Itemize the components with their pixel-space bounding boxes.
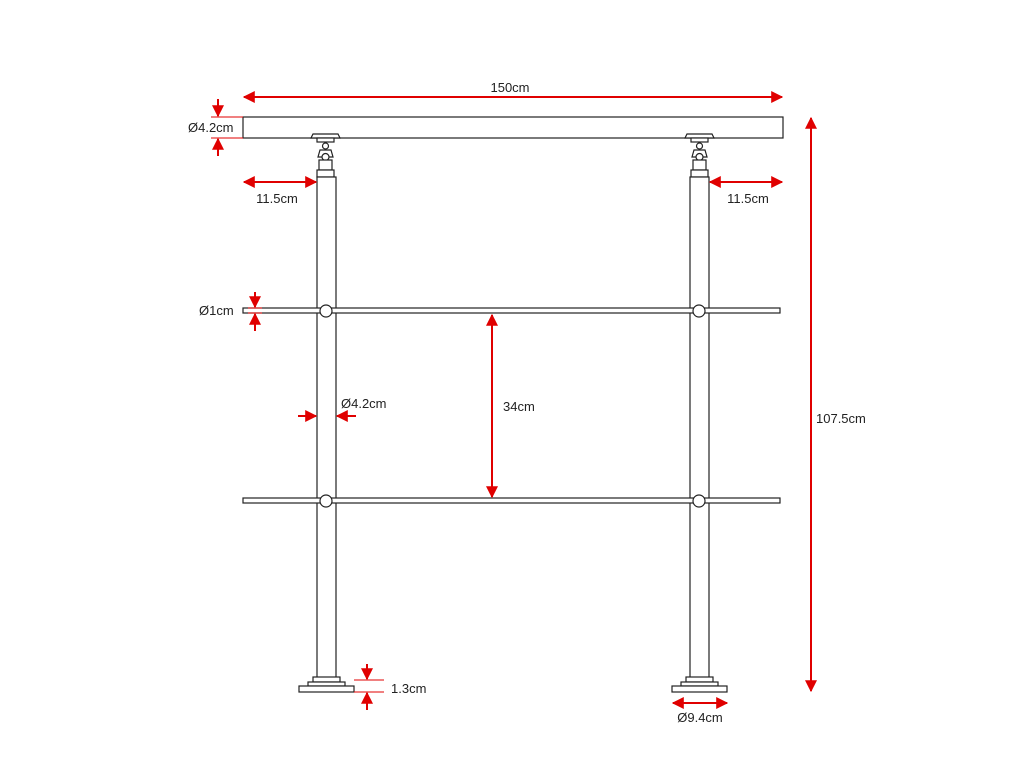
dim-overhang-right: 11.5cm [708, 176, 784, 206]
dim-total-height-label: 107.5cm [816, 411, 866, 426]
left-base-plate [298, 676, 355, 693]
left-post [316, 176, 337, 683]
dim-overhang-right-label: 11.5cm [727, 191, 769, 206]
dim-post-diameter-label: Ø4.2cm [341, 396, 387, 411]
left-handrail-bracket [310, 133, 341, 178]
dim-crossbar-spacing: 34cm [486, 313, 535, 499]
dim-base-diameter: Ø9.4cm [671, 697, 729, 725]
right-base-plate [671, 676, 728, 693]
joint-left-upper [319, 304, 333, 318]
dim-overhang-left-label: 11.5cm [256, 191, 298, 206]
dim-base-diameter-label: Ø9.4cm [677, 710, 723, 725]
dim-overhang-left: 11.5cm [242, 176, 318, 206]
dim-handrail-length: 150cm [242, 80, 784, 103]
dimension-annotations: 150cm Ø4.2cm 11.5cm 11.5cm Ø1cm [188, 80, 866, 725]
joint-right-lower [692, 494, 706, 508]
dim-crossbar-diameter-label: Ø1cm [199, 303, 234, 318]
railing-drawing [242, 116, 784, 693]
dim-crossbar-diameter: Ø1cm [199, 292, 262, 331]
right-handrail-bracket [684, 133, 715, 178]
joint-right-upper [692, 304, 706, 318]
joint-left-lower [319, 494, 333, 508]
lower-crossbar [242, 497, 781, 504]
dim-post-diameter: Ø4.2cm [298, 396, 387, 422]
dim-crossbar-spacing-label: 34cm [503, 399, 535, 414]
dim-base-thickness: 1.3cm [354, 664, 426, 710]
dim-base-thickness-label: 1.3cm [391, 681, 426, 696]
dim-total-height: 107.5cm [805, 116, 866, 693]
dim-handrail-diameter-label: Ø4.2cm [188, 120, 234, 135]
right-post [689, 176, 710, 683]
dim-handrail-length-label: 150cm [490, 80, 529, 95]
upper-crossbar [242, 307, 781, 314]
handrail [242, 116, 784, 139]
dim-handrail-diameter: Ø4.2cm [188, 99, 243, 156]
